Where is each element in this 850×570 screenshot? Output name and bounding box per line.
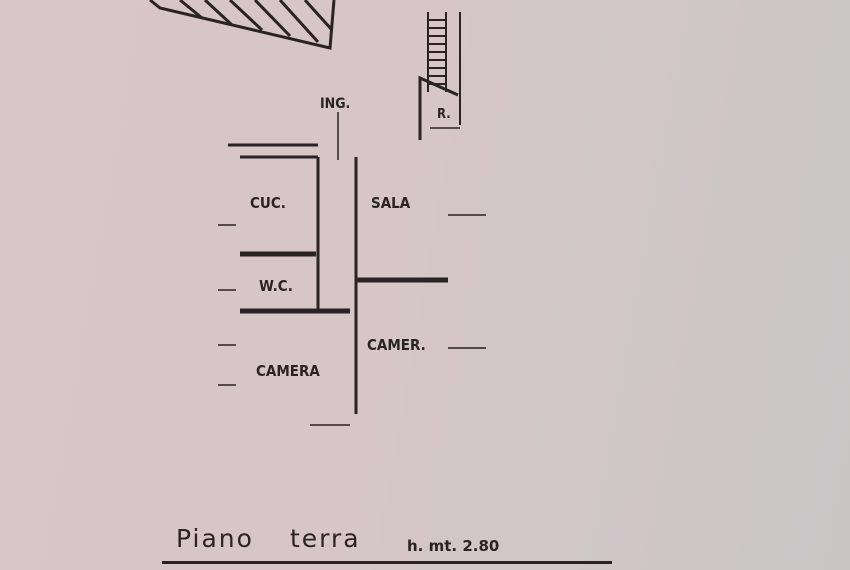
staircase <box>418 12 461 140</box>
plan-title: Piano terra <box>176 524 361 553</box>
room-label-bedroom-right: CAMER. <box>367 336 426 354</box>
room-label-kitchen: CUC. <box>250 194 286 212</box>
room-label-bathroom: W.C. <box>259 277 293 295</box>
ceiling-height: h. mt. 2.80 <box>407 537 500 555</box>
title-underline <box>162 561 612 564</box>
room-label-storage: R. <box>437 107 451 122</box>
walls <box>218 112 486 426</box>
title-word-2: terra <box>289 524 361 553</box>
room-label-bedroom-left: CAMERA <box>256 362 320 380</box>
title-word-1: Piano <box>176 524 254 553</box>
room-label-entrance: ING. <box>320 96 350 112</box>
hatched-building <box>149 0 336 50</box>
room-label-living: SALA <box>371 194 411 212</box>
